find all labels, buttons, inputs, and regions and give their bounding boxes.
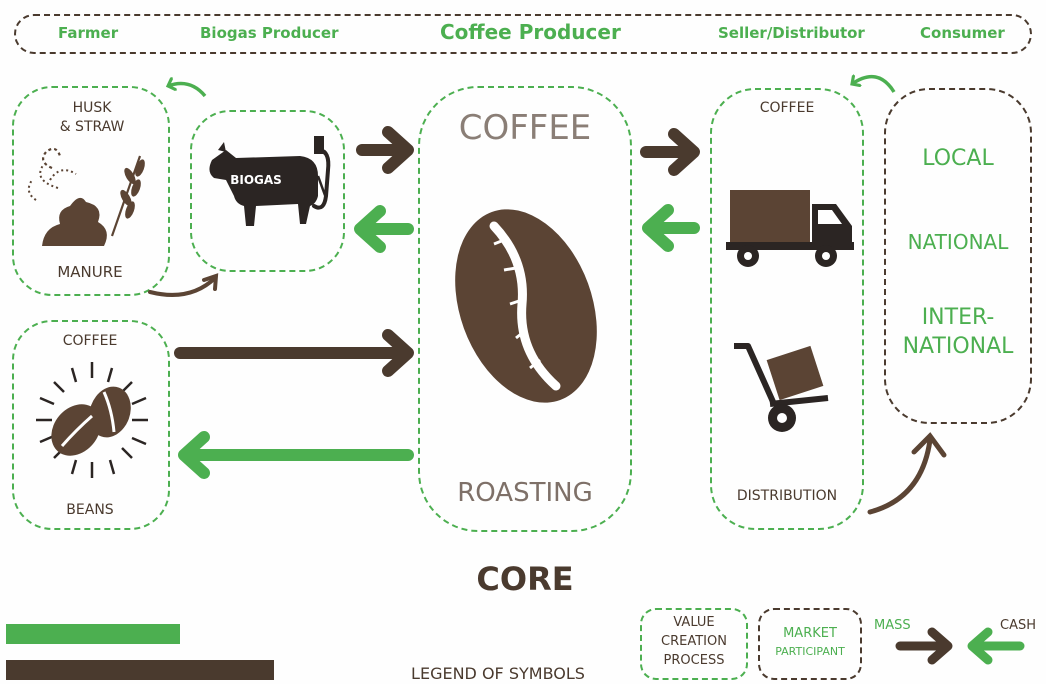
legend-market-line-2: PARTICIPANT bbox=[775, 645, 845, 658]
arrow-distribution-to-roasting-cash bbox=[642, 204, 700, 252]
market-local: LOCAL bbox=[922, 146, 994, 171]
truck-icon bbox=[726, 190, 854, 267]
distribution-top-label: COFFEE bbox=[759, 100, 815, 116]
distribution-box bbox=[710, 88, 864, 530]
legend-mass-label: MASS bbox=[874, 618, 911, 633]
arrow-biogas-to-farmer-curve bbox=[168, 84, 207, 98]
farmer-box bbox=[12, 86, 170, 296]
legend-mass-arrow bbox=[895, 627, 953, 665]
header-role-farmer: Farmer bbox=[58, 24, 119, 42]
roles-header-bar bbox=[14, 14, 1032, 54]
legend-cash-label: CASH bbox=[1000, 618, 1036, 633]
biogas-nozzle-icon bbox=[312, 136, 331, 210]
legend-cash-bar bbox=[6, 624, 180, 644]
market-international-2: NATIONAL bbox=[902, 334, 1014, 359]
coffee-bean-icon bbox=[455, 209, 597, 403]
arrow-consumer-to-distribution-curve bbox=[852, 77, 896, 93]
header-role-biogas-producer: Biogas Producer bbox=[200, 24, 339, 42]
core-label: CORE bbox=[476, 560, 574, 598]
beans-top-label: COFFEE bbox=[62, 333, 118, 349]
coffee-beans-box bbox=[12, 320, 170, 530]
legend-value-creation-box bbox=[640, 608, 748, 680]
legend-title: LEGEND OF SYMBOLS bbox=[411, 664, 585, 683]
arrow-roasting-to-distribution-mass bbox=[640, 128, 700, 176]
market-international-1: INTER- bbox=[921, 305, 995, 330]
roasting-bottom-label: ROASTING bbox=[457, 478, 593, 508]
straw-label: & STRAW bbox=[59, 119, 125, 135]
arrow-distribution-to-consumer-curve bbox=[867, 432, 947, 515]
husk-straw-icon bbox=[27, 147, 145, 237]
manure-label: MANURE bbox=[57, 263, 123, 281]
legend-market-participant-box bbox=[758, 608, 862, 680]
legend-cash-arrow bbox=[967, 627, 1025, 665]
legend-value-line-2: CREATION bbox=[661, 634, 727, 649]
coffee-beans-sunburst-icon bbox=[36, 362, 148, 478]
distribution-bottom-label: DISTRIBUTION bbox=[736, 488, 838, 504]
arrow-roasting-to-beans-cash bbox=[178, 431, 414, 479]
header-role-coffee-producer: Coffee Producer bbox=[440, 20, 621, 44]
legend-market-line-1: MARKET bbox=[783, 626, 837, 641]
legend-value-line-1: VALUE bbox=[673, 615, 715, 630]
biogas-box bbox=[190, 110, 345, 272]
hand-truck-icon bbox=[734, 343, 829, 432]
coffee-roasting-box bbox=[418, 86, 632, 532]
arrow-beans-to-roasting-mass bbox=[174, 329, 414, 377]
arrow-manure-to-biogas-curve bbox=[148, 273, 219, 297]
manure-pile-icon bbox=[42, 197, 107, 246]
legend-mass-bar bbox=[6, 660, 274, 680]
arrow-roasting-to-biogas-cash bbox=[354, 205, 414, 253]
beans-bottom-label: BEANS bbox=[66, 502, 114, 518]
husk-label: HUSK bbox=[72, 100, 112, 116]
cow-biogas-label: BIOGAS bbox=[230, 173, 282, 187]
consumer-box bbox=[884, 88, 1032, 424]
roasting-top-label: COFFEE bbox=[458, 108, 592, 148]
arrow-biogas-to-roasting-mass bbox=[356, 126, 414, 174]
market-national: NATIONAL bbox=[907, 230, 1009, 254]
legend-value-line-3: PROCESS bbox=[663, 653, 725, 668]
header-role-seller-distributor: Seller/Distributor bbox=[718, 24, 865, 42]
header-role-consumer: Consumer bbox=[920, 24, 1005, 42]
